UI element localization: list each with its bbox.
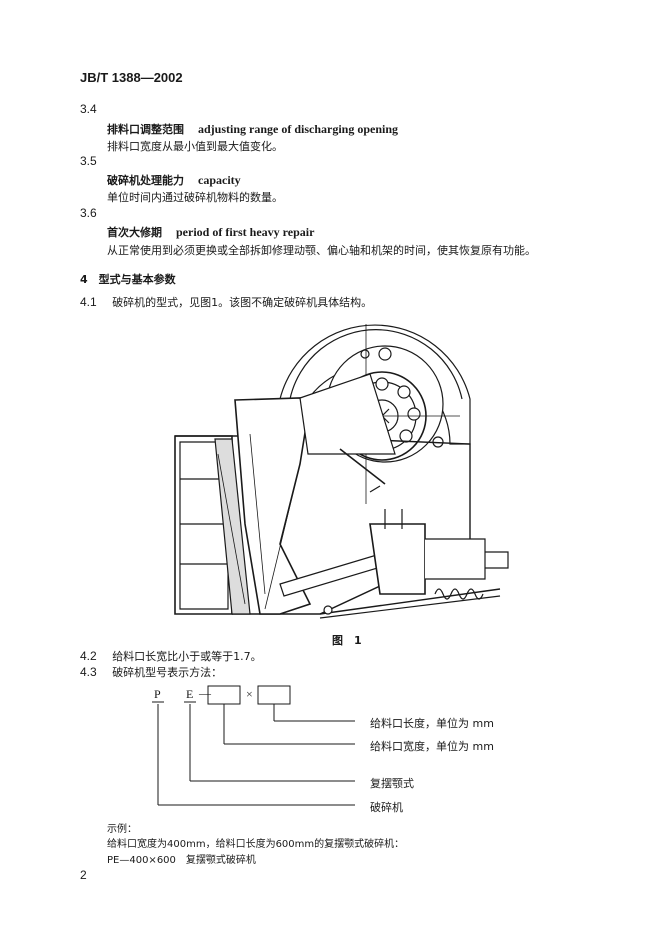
term-zh: 首次大修期 [107,226,162,239]
jaw-crusher-drawing [174,324,509,619]
clause-text: 给料口长宽比小于或等于1.7。 [112,650,262,663]
model-code-p: P [154,687,161,701]
term-title: 首次大修期 period of first heavy repair [107,224,314,240]
model-label-type: 复摆颚式 [370,777,414,790]
model-label-width: 给料口宽度，单位为 mm [370,740,494,753]
clause-4-1: 4.1 破碎机的型式，见图1。该图不确定破碎机具体结构。 [80,294,372,310]
term-zh: 破碎机处理能力 [107,174,184,187]
model-code-e: E [186,687,194,701]
model-label-crusher: 破碎机 [370,801,403,814]
term-en: period of first heavy repair [176,225,315,239]
model-code-leader-lines [152,685,355,806]
term-definition: 单位时间内通过破碎机物料的数量。 [107,191,283,204]
model-code-times: × [246,687,253,701]
term-title: 破碎机处理能力 capacity [107,172,241,188]
example-line: 给料口宽度为400mm，给料口长度为600mm的复摆颚式破碎机： [107,839,405,850]
term-title: 排料口调整范围 adjusting range of discharging op… [107,121,398,137]
term-zh: 排料口调整范围 [107,123,184,136]
clause-4-3: 4.3 破碎机型号表示方法： [80,664,222,680]
clause-number: 4.1 [80,295,97,309]
clause-number: 4.2 [80,649,97,663]
example-line: PE—400×600 复摆颚式破碎机 [107,855,256,866]
term-en: adjusting range of discharging opening [198,122,399,136]
clause-number: 3.5 [80,154,97,168]
model-label-length: 给料口长度，单位为 mm [370,717,494,730]
clause-4-2: 4.2 给料口长宽比小于或等于1.7。 [80,648,262,664]
term-definition: 排料口宽度从最小值到最大值变化。 [107,140,283,153]
term-definition: 从正常使用到必须更换或全部拆卸修理动颚、偏心轴和机架的时间，使其恢复原有功能。 [107,244,536,257]
section-heading: 4 型式与基本参数 [80,273,176,286]
example-label: 示例： [107,824,137,835]
page-number: 2 [80,868,87,882]
clause-text: 破碎机的型式，见图1。该图不确定破碎机具体结构。 [112,296,373,309]
term-en: capacity [198,173,241,187]
clause-number: 4.3 [80,665,97,679]
clause-number: 3.4 [80,102,97,116]
figure-caption: 图 1 [332,634,362,647]
document-code: JB/T 1388—2002 [80,70,183,85]
clause-text: 破碎机型号表示方法： [112,666,223,679]
clause-number: 3.6 [80,206,97,220]
